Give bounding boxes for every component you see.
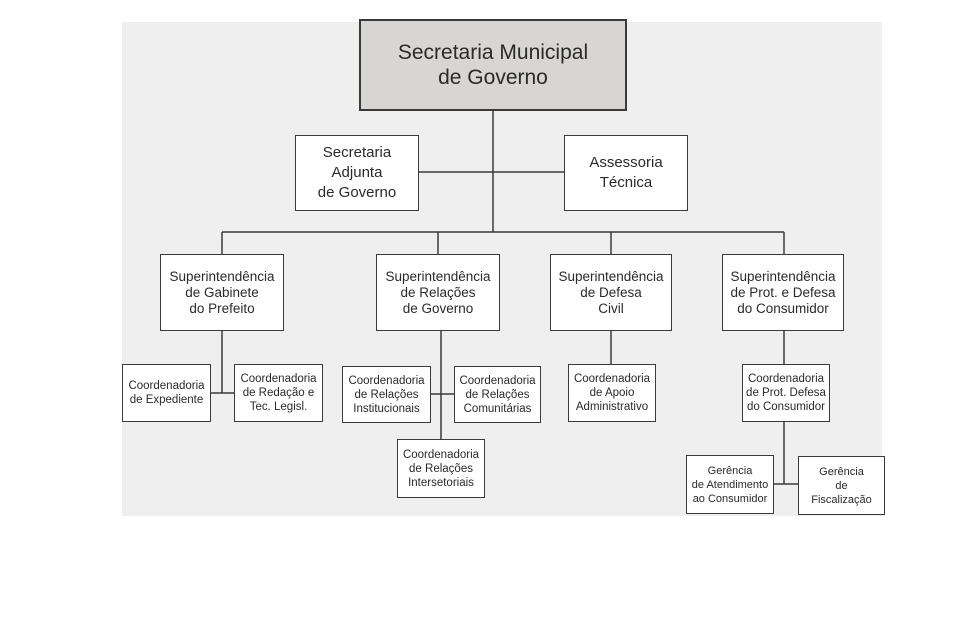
node-gerencia-atendimento: Gerência de Atendimento ao Consumidor [686, 455, 774, 514]
node-coordenadoria-intersetoriais: Coordenadoria de Relações Intersetoriais [397, 439, 485, 498]
node-secretaria-municipal-de-governo: Secretaria Municipal de Governo [359, 19, 627, 111]
node-superintendencia-consumidor: Superintendência de Prot. e Defesa do Co… [722, 254, 844, 331]
node-superintendencia-relacoes: Superintendência de Relações de Governo [376, 254, 500, 331]
node-coordenadoria-defesa-consumidor: Coordenadoria de Prot. Defesa do Consumi… [742, 364, 830, 422]
node-secretaria-adjunta: Secretaria Adjunta de Governo [295, 135, 419, 211]
node-superintendencia-defesa-civil: Superintendência de Defesa Civil [550, 254, 672, 331]
node-coordenadoria-redacao: Coordenadoria de Redação e Tec. Legisl. [234, 364, 323, 422]
node-coordenadoria-institucionais: Coordenadoria de Relações Institucionais [342, 366, 431, 423]
node-gerencia-fiscalizacao: Gerência de Fiscalização [798, 456, 885, 515]
node-superintendencia-gabinete: Superintendência de Gabinete do Prefeito [160, 254, 284, 331]
node-assessoria-tecnica: Assessoria Técnica [564, 135, 688, 211]
node-coordenadoria-expediente: Coordenadoria de Expediente [122, 364, 211, 422]
node-coordenadoria-apoio-administrativo: Coordenadoria de Apoio Administrativo [568, 364, 656, 422]
node-coordenadoria-comunitarias: Coordenadoria de Relações Comunitárias [454, 366, 541, 423]
